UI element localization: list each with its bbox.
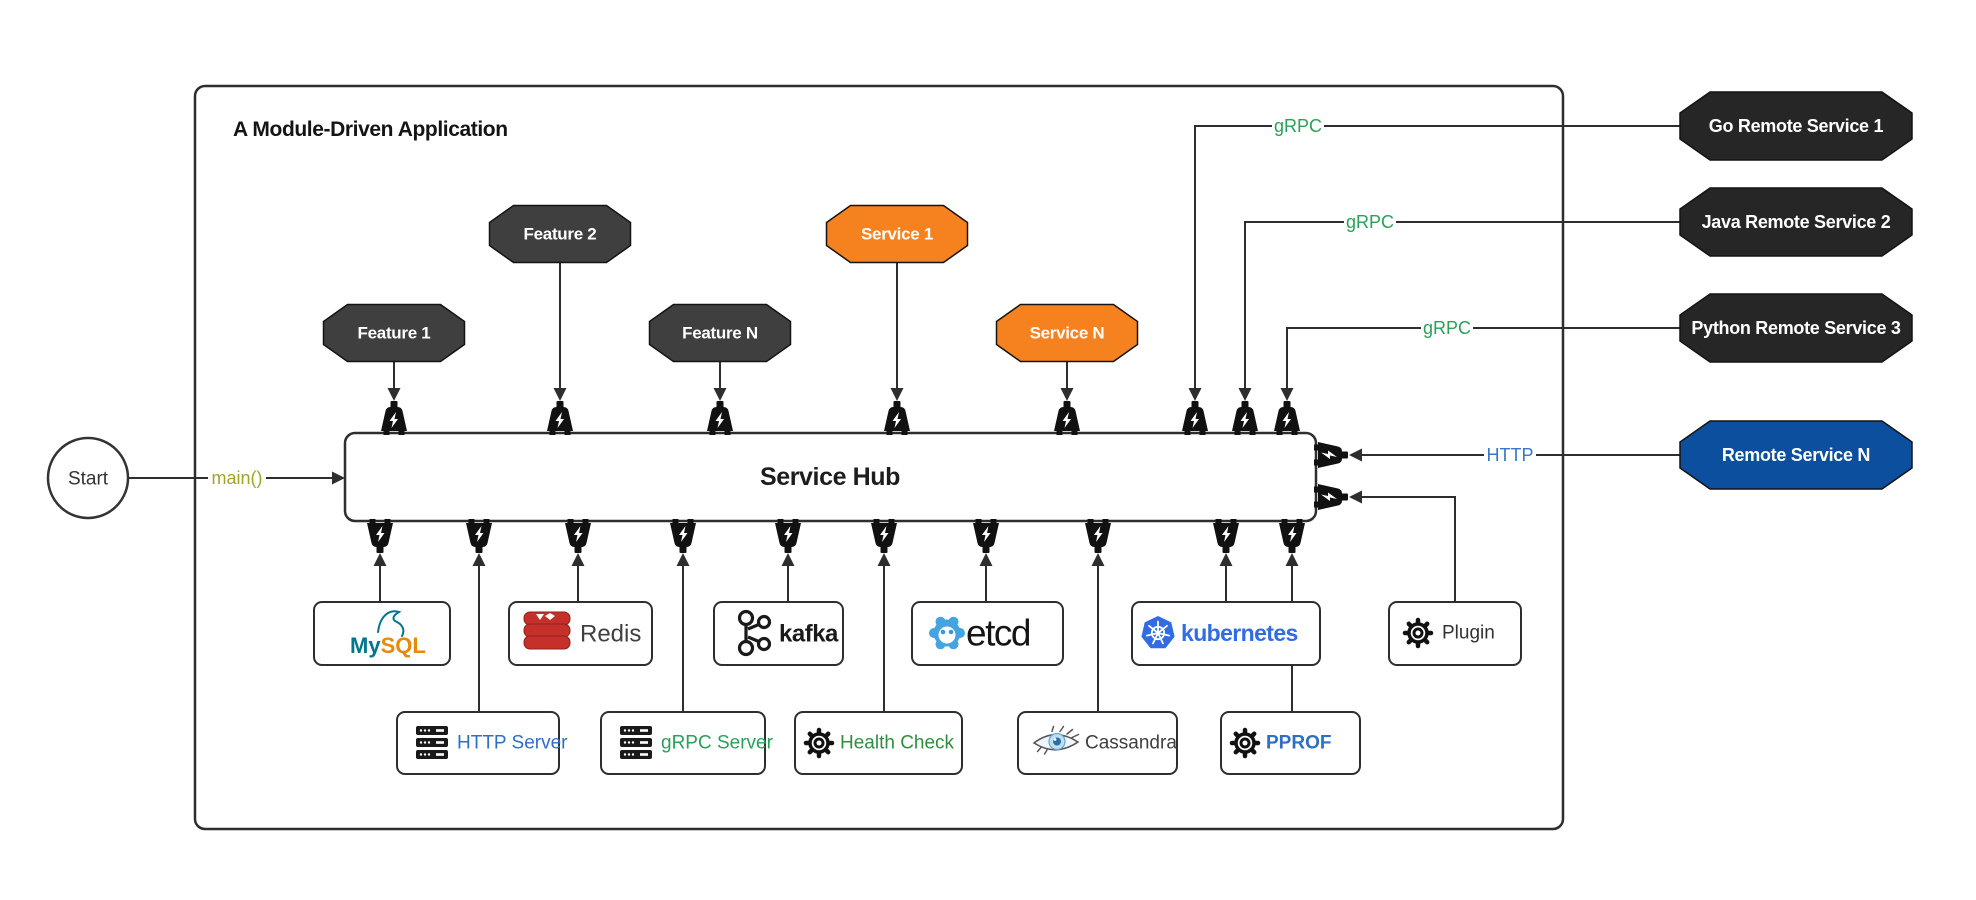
- service-hub-label: Service Hub: [760, 463, 900, 491]
- http-server-label: HTTP Server: [457, 733, 568, 754]
- service-hub: [343, 431, 1318, 523]
- module-plugin: Plugin: [1388, 601, 1522, 666]
- svg-text:Feature 1: Feature 1: [358, 324, 431, 343]
- server-stack-icon: [620, 726, 652, 759]
- kubernetes-helm-icon: [1141, 616, 1175, 649]
- svg-text:Service 1: Service 1: [861, 225, 933, 244]
- diagram-title: A Module-Driven Application: [233, 118, 508, 141]
- module-kafka: kafka: [713, 601, 844, 666]
- mysql-label: MySQL: [350, 633, 426, 658]
- server-stack-icon: [416, 726, 448, 759]
- svg-text:Service N: Service N: [1030, 324, 1105, 343]
- module-redis: Redis: [508, 601, 653, 666]
- svg-text:Go Remote Service 1: Go Remote Service 1: [1709, 116, 1884, 136]
- module-health-check: Health Check: [794, 711, 963, 775]
- cassandra-eye-icon: [1032, 725, 1080, 755]
- kafka-label: kafka: [779, 621, 839, 648]
- edge-labels: main() gRPC gRPC gRPC HTTP: [208, 116, 1536, 488]
- grpc-server-label: gRPC Server: [661, 733, 774, 754]
- module-cassandra: Cassandra: [1017, 711, 1178, 775]
- service-node-1: Service 1: [825, 204, 969, 264]
- service-node-n: Service N: [995, 303, 1139, 363]
- svg-text:Feature N: Feature N: [682, 324, 758, 343]
- kafka-circles-icon: [737, 609, 772, 657]
- start-node: Start: [46, 436, 130, 520]
- gear-icon: [806, 730, 832, 756]
- kubernetes-label: kubernetes: [1181, 620, 1298, 646]
- module-kubernetes: kubernetes: [1131, 601, 1321, 666]
- remote-service-node-go: Go Remote Service 1: [1679, 91, 1913, 161]
- feature-node-1: Feature 1: [322, 303, 466, 363]
- module-pprof: PPROF: [1220, 711, 1361, 775]
- remote-service-node-n: Remote Service N: [1679, 420, 1913, 490]
- start-label: Start: [68, 469, 109, 490]
- gear-icon: [1232, 730, 1258, 756]
- svg-text:Java Remote Service 2: Java Remote Service 2: [1702, 212, 1891, 232]
- redis-stack-icon: [523, 611, 571, 650]
- etcd-gear-face-icon: [929, 616, 965, 650]
- remote-service-node-java: Java Remote Service 2: [1679, 187, 1913, 257]
- remote-service-node-python: Python Remote Service 3: [1679, 293, 1913, 363]
- health-check-label: Health Check: [840, 733, 955, 754]
- etcd-label: etcd: [966, 613, 1030, 654]
- redis-label: Redis: [580, 621, 641, 648]
- module-http-server: HTTP Server: [396, 711, 568, 775]
- edge-label-http: HTTP: [1487, 445, 1534, 465]
- module-grpc-server: gRPC Server: [600, 711, 774, 775]
- feature-node-2: Feature 2: [488, 204, 632, 264]
- module-etcd: etcd: [911, 601, 1064, 666]
- edge-label-grpc-3: gRPC: [1423, 318, 1471, 338]
- plugin-label: Plugin: [1442, 623, 1495, 644]
- edge-label-main: main(): [211, 468, 262, 488]
- gear-icon: [1405, 620, 1431, 646]
- cassandra-label: Cassandra: [1085, 733, 1177, 754]
- svg-text:Python Remote Service 3: Python Remote Service 3: [1691, 318, 1900, 338]
- edge-label-grpc-1: gRPC: [1274, 116, 1322, 136]
- svg-text:Remote Service N: Remote Service N: [1722, 445, 1870, 465]
- feature-node-n: Feature N: [648, 303, 792, 363]
- module-mysql: MySQL: [313, 601, 451, 666]
- svg-text:Feature 2: Feature 2: [524, 225, 597, 244]
- pprof-label: PPROF: [1266, 733, 1331, 754]
- mysql-dolphin-icon: [377, 610, 405, 637]
- edge-label-grpc-2: gRPC: [1346, 212, 1394, 232]
